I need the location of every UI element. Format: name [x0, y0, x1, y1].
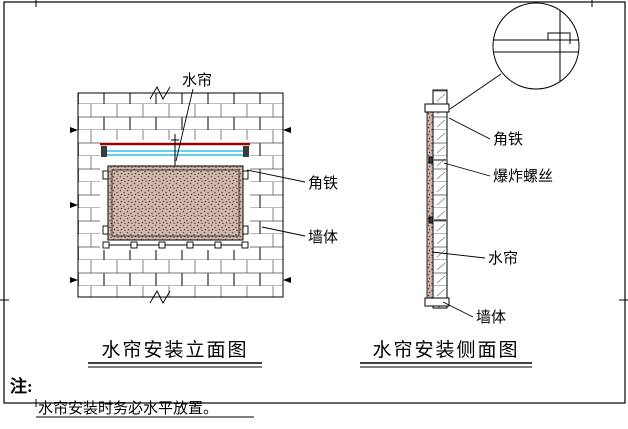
wall-leader: [261, 226, 306, 237]
side-angle-iron-leader: [448, 117, 491, 140]
detail-content: [494, 10, 579, 82]
expansion-bolt-label: 爆炸螺丝: [493, 168, 553, 185]
note-text: 水帘安装时务必水平放置。: [38, 400, 218, 417]
detail-circle: [492, 2, 580, 90]
note-label: 注:: [10, 376, 33, 396]
expansion-bolt-leader: [443, 162, 491, 177]
angle-iron-bottom: [424, 297, 450, 307]
detail-leader: [449, 73, 502, 110]
curtain-section: [426, 111, 434, 303]
side-title: 水帘安装侧面图: [372, 339, 519, 361]
curtain-label: 水帘: [182, 72, 212, 89]
angle-iron-leader: [246, 169, 306, 183]
water-curtain-panel: [107, 165, 244, 241]
side-curtain-leader: [431, 251, 486, 259]
corner-bracket-left: [101, 146, 107, 157]
side-view: 角铁 爆炸螺丝 水帘 墙体: [424, 2, 580, 326]
angle-iron-label: 角铁: [308, 175, 338, 192]
side-angle-iron-label: 角铁: [493, 131, 523, 148]
break-mark-bottom: [149, 290, 171, 304]
elevation-view: 水帘 角铁 墙体: [70, 72, 338, 304]
elevation-title: 水帘安装立面图: [101, 339, 248, 361]
wall-label: 墙体: [308, 229, 338, 246]
curtain-leader: [175, 88, 194, 162]
break-mark-top: [149, 86, 171, 100]
expansion-bolts: [428, 156, 446, 224]
panel-side-tabs: [102, 170, 249, 235]
wall-section: [432, 89, 448, 309]
note-block: 注: 水帘安装时务必水平放置。: [10, 376, 254, 418]
angle-iron-top: [424, 103, 450, 113]
water-curtain-inner-frame: [111, 169, 240, 237]
corner-bracket-right: [243, 146, 249, 157]
drawing-frame: [0, 0, 628, 407]
view-titles: 水帘安装立面图 水帘安装侧面图: [88, 339, 532, 368]
bottom-bolts: [102, 241, 249, 249]
side-wall-leader: [442, 301, 474, 318]
side-curtain-label: 水帘: [488, 250, 518, 267]
wall-edge-marks: [70, 127, 291, 283]
side-wall-label: 墙体: [476, 309, 506, 326]
